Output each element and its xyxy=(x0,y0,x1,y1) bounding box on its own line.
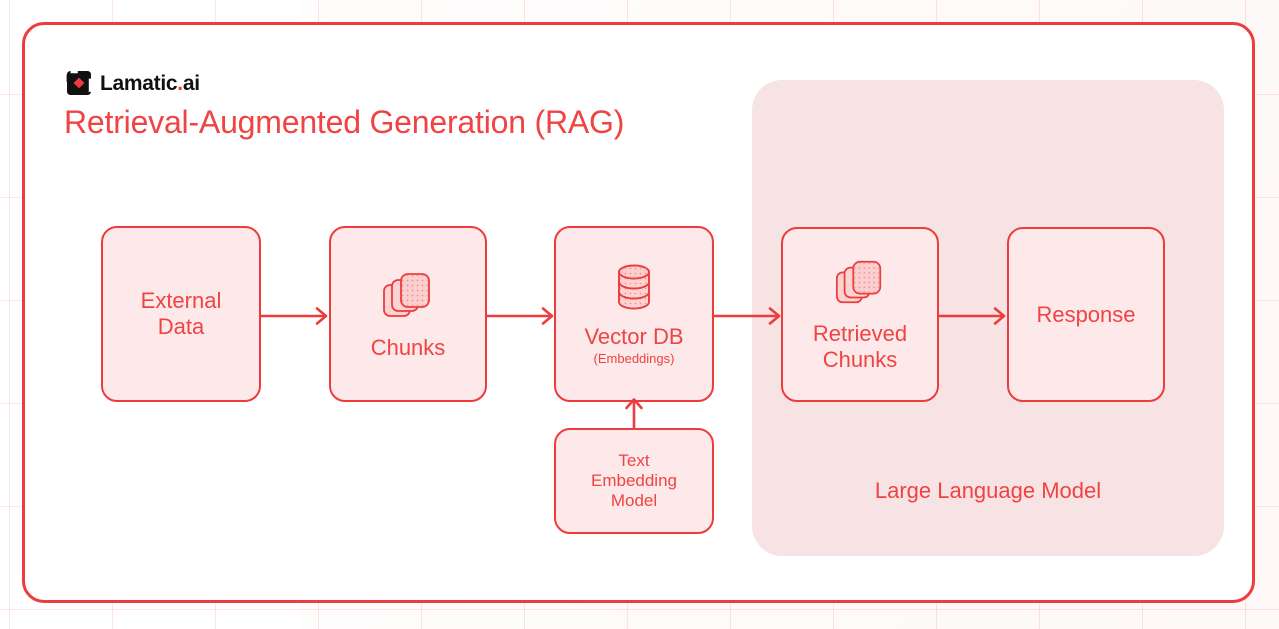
node-text-embedding-label-line2: Embedding xyxy=(590,471,677,491)
page-title: Retrieval-Augmented Generation (RAG) xyxy=(64,104,625,140)
node-vector-db-label: Vector DB xyxy=(584,323,684,349)
node-chunks-label: Chunks xyxy=(370,334,446,360)
database-cylinder-icon xyxy=(608,261,660,318)
brand-name-part2: ai xyxy=(182,71,200,95)
node-retrieved-chunks-label-line1: Retrieved xyxy=(812,321,908,347)
stacked-documents-icon xyxy=(380,268,436,329)
node-vector-db[interactable]: Vector DB (Embeddings) xyxy=(554,226,714,402)
node-retrieved-chunks-label-line2: Chunks xyxy=(822,347,898,372)
stacked-documents-icon xyxy=(833,256,887,315)
edge-external-data-to-chunks xyxy=(259,305,331,332)
large-language-model-group-label: Large Language Model xyxy=(874,478,1102,503)
node-text-embedding-model[interactable]: Text Embedding Model xyxy=(554,428,714,534)
edge-text-embedding-model-to-vector-db xyxy=(622,398,646,435)
node-retrieved-chunks[interactable]: Retrieved Chunks xyxy=(781,227,939,402)
edge-retrieved-chunks-to-response xyxy=(937,305,1009,332)
edge-chunks-to-vector-db xyxy=(485,305,557,332)
brand-lockup: Lamatic.ai xyxy=(66,70,200,96)
node-response-label: Response xyxy=(1036,301,1136,327)
node-vector-db-sublabel: (Embeddings) xyxy=(593,351,675,367)
edge-vector-db-to-retrieved-chunks xyxy=(712,305,784,332)
lamatic-diamond-logo-icon xyxy=(66,70,92,96)
node-external-data-label-line2: Data xyxy=(157,314,205,339)
node-text-embedding-label-line3: Model xyxy=(610,490,658,510)
brand-wordmark: Lamatic.ai xyxy=(100,73,200,94)
node-external-data[interactable]: External Data xyxy=(101,226,261,402)
brand-name-part1: Lamatic xyxy=(100,71,178,95)
node-response[interactable]: Response xyxy=(1007,227,1165,402)
brand-name-dot: . xyxy=(177,71,183,95)
node-external-data-label-line1: External xyxy=(140,288,222,314)
node-chunks[interactable]: Chunks xyxy=(329,226,487,402)
node-text-embedding-label-line1: Text xyxy=(618,451,650,471)
